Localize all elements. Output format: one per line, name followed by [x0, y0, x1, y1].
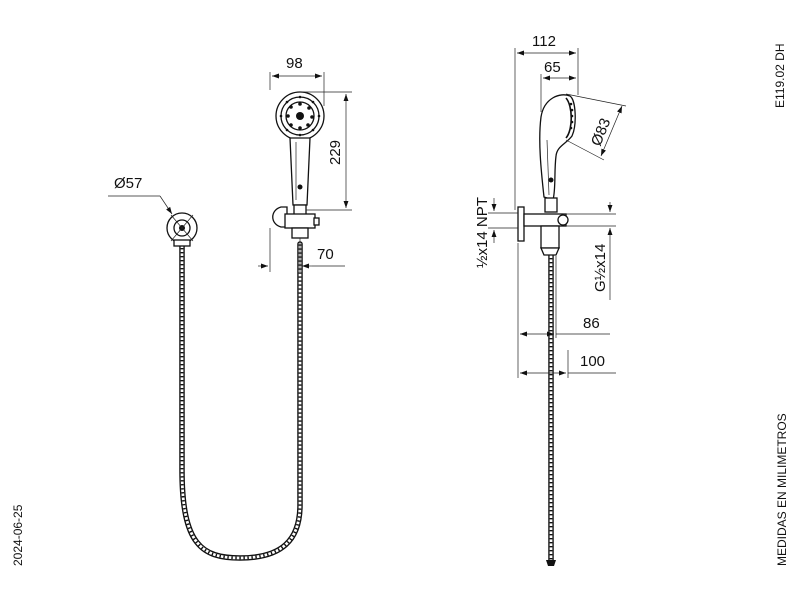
- side-wall-bracket: [517, 206, 569, 256]
- side-hose: [546, 243, 556, 566]
- model-code: E119.02 DH: [773, 44, 787, 108]
- spray-nozzles: [279, 95, 321, 137]
- side-dimensions: [488, 48, 627, 378]
- wall-outlet-elbow: [166, 212, 198, 247]
- front-hose: [179, 241, 303, 561]
- dim-outlet-diameter: Ø57: [114, 175, 142, 192]
- side-nozzles: [569, 102, 574, 130]
- dim-front-bracket: 70: [317, 246, 334, 263]
- drawing-date: 2024-06-25: [11, 504, 25, 566]
- front-view: [108, 72, 352, 561]
- dim-outlet-thread: G½x14: [592, 244, 609, 292]
- dim-side-head: 65: [544, 59, 561, 76]
- units-note: MEDIDAS EN MILIMETROS: [775, 413, 789, 566]
- dim-head-diameter: Ø83: [588, 116, 614, 149]
- dim-inlet-thread: ½x14 NPT: [474, 197, 491, 268]
- dim-side-depth-86: 86: [583, 315, 600, 332]
- side-hand-shower: [539, 94, 576, 213]
- front-hand-shower: [275, 91, 325, 220]
- dim-side-overall: 112: [532, 33, 556, 50]
- dim-front-width: 98: [286, 55, 303, 72]
- dim-front-height: 229: [327, 140, 344, 165]
- dim-side-depth-100: 100: [580, 353, 605, 370]
- front-dimensions: [108, 72, 352, 272]
- side-view: [488, 48, 627, 566]
